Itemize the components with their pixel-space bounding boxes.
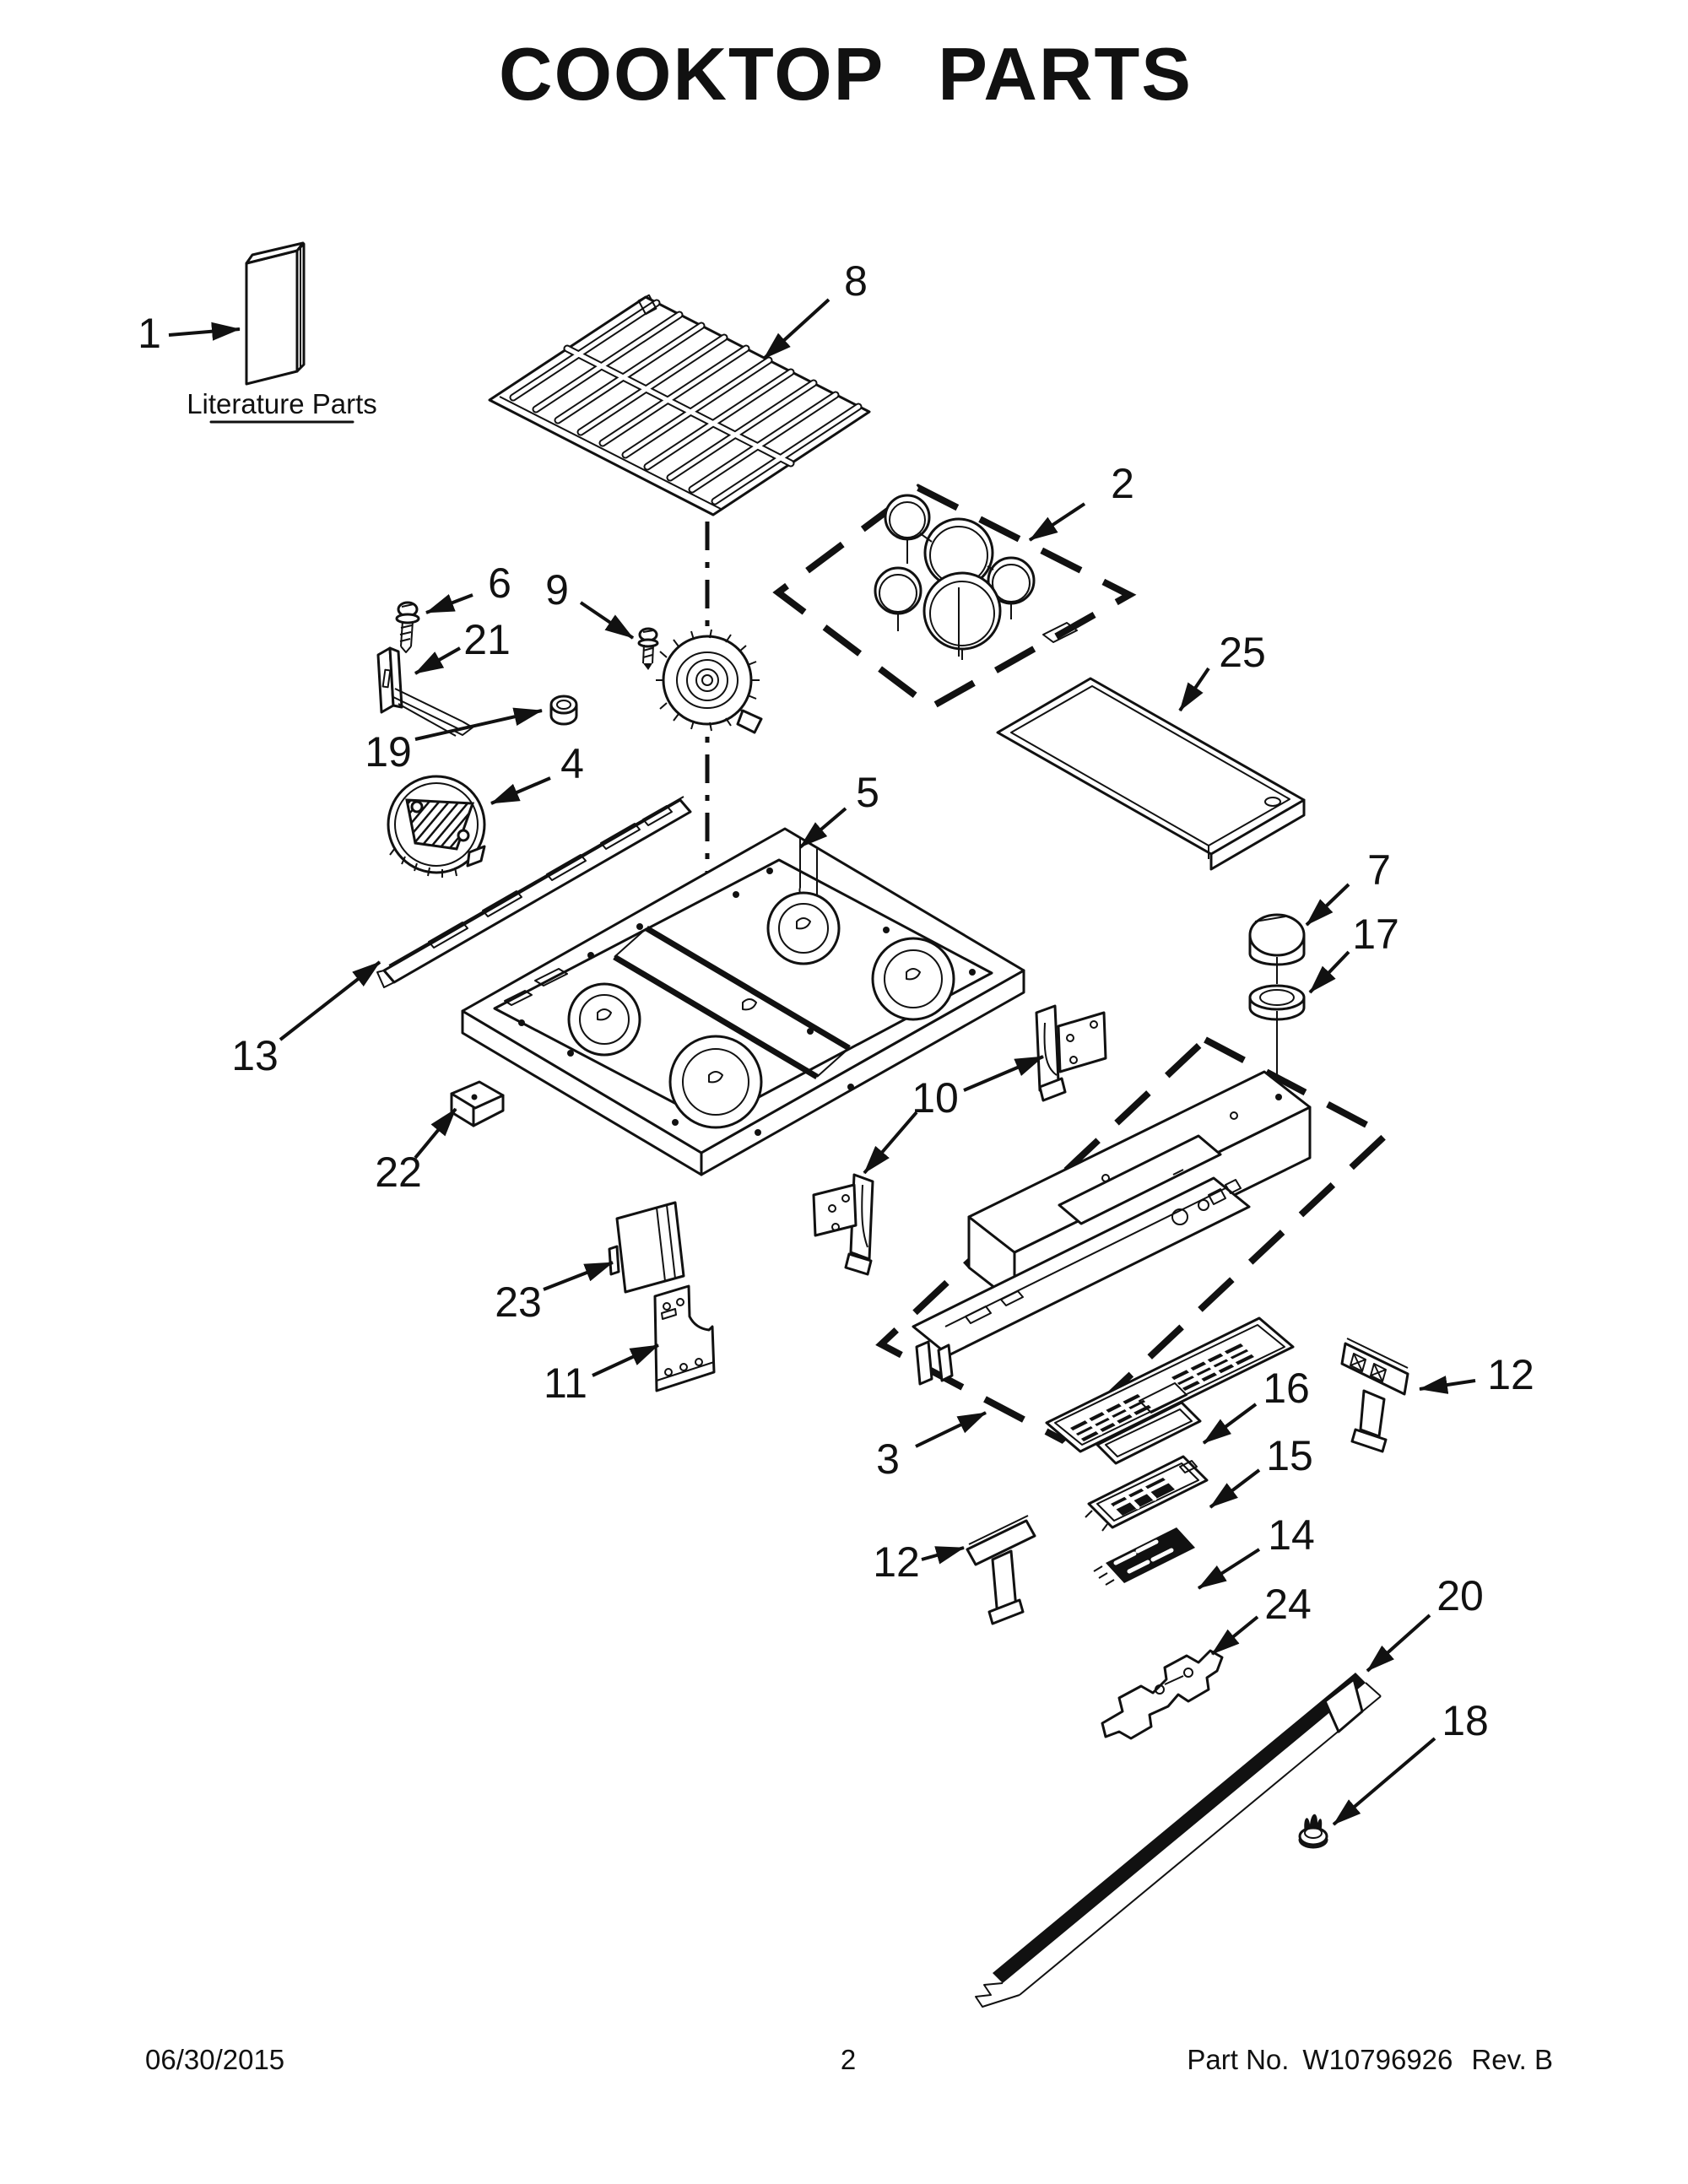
callout-4: 4 — [560, 740, 584, 787]
callout-18: 18 — [1442, 1697, 1489, 1744]
footer-revision: Rev. B — [1471, 2044, 1553, 2075]
part-11-bracket — [653, 1284, 716, 1392]
part-23-plate — [608, 1201, 685, 1294]
callout-10: 10 — [912, 1074, 959, 1122]
arrow-to-part-11 — [592, 1343, 659, 1377]
arrow-to-part-2 — [1028, 502, 1086, 542]
part-1-literature-book — [245, 241, 306, 386]
callout-6: 6 — [488, 560, 511, 607]
part-17-bezel — [1248, 957, 1306, 1095]
arrow-to-part-10-upper — [963, 1055, 1044, 1092]
burner-head — [656, 629, 763, 734]
arrow-to-part-16 — [1202, 1403, 1258, 1445]
footer-part-value: W10796926 — [1302, 2044, 1453, 2075]
callout-5: 5 — [856, 769, 879, 816]
arrow-to-part-10-lower — [863, 1111, 918, 1175]
callout-1: 1 — [138, 310, 161, 357]
callout-3: 3 — [876, 1435, 900, 1483]
control-panel-box — [967, 1070, 1312, 1305]
literature-caption: Literature Parts — [187, 388, 377, 419]
part-14-display-module — [1093, 1527, 1195, 1586]
part-21-bracket — [376, 646, 473, 737]
callout-11: 11 — [544, 1360, 587, 1407]
callout-9: 9 — [545, 566, 569, 614]
callout-13: 13 — [231, 1032, 279, 1079]
arrow-to-part-23 — [543, 1261, 614, 1291]
part-12-bracket-right — [1340, 1338, 1409, 1453]
arrow-to-part-14 — [1197, 1548, 1261, 1590]
arrow-to-part-7 — [1305, 883, 1350, 927]
callout-25: 25 — [1219, 629, 1266, 676]
part-22-bracket — [450, 1080, 505, 1127]
part-2-cooktop-surface — [772, 484, 1137, 711]
part-5-main-top — [461, 827, 1025, 1176]
callout-21: 21 — [463, 616, 511, 663]
part-25-griddle — [996, 677, 1306, 871]
part-18-end-cap — [1298, 1814, 1328, 1849]
panel-chassis — [912, 1176, 1251, 1386]
callout-12-left: 12 — [873, 1538, 920, 1586]
part-15-board-holder — [1085, 1455, 1209, 1532]
part-16-frame — [1096, 1401, 1202, 1465]
part-24-support-bracket — [1101, 1649, 1224, 1740]
footer-page-number: 2 — [841, 2044, 856, 2075]
footer-part-label: Part No. — [1187, 2044, 1289, 2075]
arrow-to-part-17 — [1308, 950, 1350, 994]
arrow-to-part-3 — [915, 1411, 987, 1448]
arrow-to-part-22 — [414, 1107, 457, 1160]
callout-2: 2 — [1111, 460, 1134, 507]
footer-part-number: Part No. W10796926 Rev. B — [1187, 2044, 1553, 2075]
arrow-to-part-1 — [168, 322, 241, 341]
arrow-to-part-15 — [1209, 1468, 1261, 1509]
arrow-to-part-19 — [414, 707, 543, 741]
membrane-keypad — [1045, 1316, 1295, 1453]
arrow-to-part-9 — [579, 601, 635, 640]
arrow-to-part-5 — [798, 807, 847, 849]
part-8-grate — [488, 294, 871, 516]
part-4-burner-cap — [387, 775, 486, 878]
part-10-bracket-upper — [1035, 1004, 1107, 1102]
callout-16: 16 — [1263, 1365, 1310, 1412]
arrow-to-part-18 — [1332, 1737, 1436, 1826]
arrow-to-part-25 — [1178, 667, 1210, 712]
callout-20: 20 — [1436, 1572, 1484, 1619]
part-12-bracket-left — [966, 1515, 1036, 1625]
arrow-to-part-8 — [762, 298, 830, 360]
callout-12-right: 12 — [1487, 1351, 1534, 1398]
footer-date: 06/30/2015 — [145, 2044, 284, 2075]
part-20-side-trim — [975, 1673, 1382, 2008]
callout-19: 19 — [365, 728, 412, 776]
callout-17: 17 — [1352, 911, 1399, 958]
part-13-rail — [376, 796, 692, 988]
callout-23: 23 — [495, 1279, 542, 1326]
part-9-screw — [637, 627, 659, 670]
arrow-to-part-6 — [425, 593, 473, 614]
arrow-to-part-12-left — [921, 1546, 965, 1565]
arrow-to-part-20 — [1366, 1614, 1431, 1673]
arrow-to-part-21 — [414, 646, 461, 675]
part-6-screw — [395, 601, 420, 653]
callout-14: 14 — [1268, 1511, 1315, 1559]
part-10-bracket-lower — [812, 1173, 874, 1276]
callout-22: 22 — [375, 1149, 422, 1196]
arrow-to-part-13 — [279, 960, 381, 1041]
arrow-to-part-12-right — [1419, 1376, 1476, 1394]
arrow-to-part-24 — [1210, 1615, 1259, 1656]
callout-7: 7 — [1367, 846, 1391, 894]
callout-8: 8 — [844, 257, 868, 305]
callout-24: 24 — [1264, 1581, 1312, 1628]
arrow-to-part-4 — [490, 776, 551, 805]
page-title: COOKTOP PARTS — [499, 32, 1193, 116]
part-19-grommet — [549, 695, 578, 726]
callout-15: 15 — [1266, 1432, 1313, 1479]
